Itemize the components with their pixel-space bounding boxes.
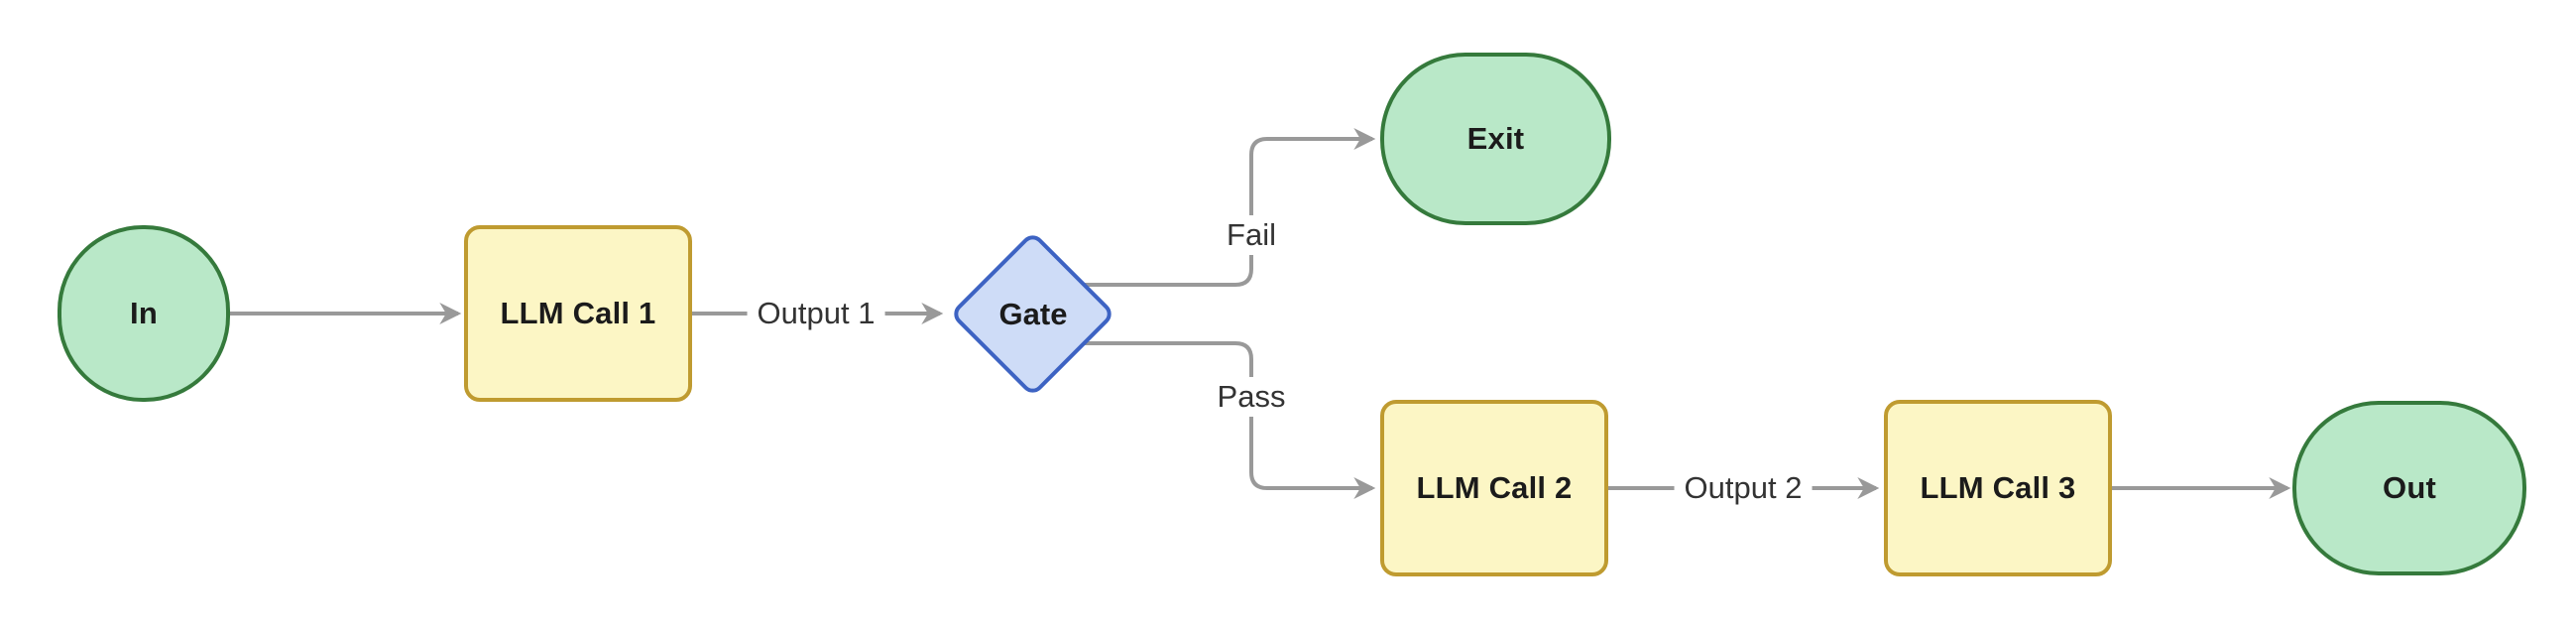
node-in: In bbox=[58, 225, 230, 402]
node-llm-call-3: LLM Call 3 bbox=[1884, 400, 2112, 576]
node-exit: Exit bbox=[1380, 53, 1611, 225]
edge-gate-to-exit-fail bbox=[1081, 128, 1376, 287]
edge-label-output-2: Output 2 bbox=[1674, 468, 1813, 508]
edge-label-output-1: Output 1 bbox=[747, 294, 885, 333]
node-llm-call-1-label: LLM Call 1 bbox=[500, 296, 656, 330]
node-llm-call-2: LLM Call 2 bbox=[1380, 400, 1608, 576]
edge-label-fail: Fail bbox=[1217, 215, 1286, 255]
node-in-label: In bbox=[130, 296, 158, 330]
edge-label-pass: Pass bbox=[1207, 377, 1296, 417]
node-llm-call-1: LLM Call 1 bbox=[464, 225, 692, 402]
node-out-label: Out bbox=[2383, 470, 2436, 505]
node-exit-label: Exit bbox=[1466, 121, 1525, 156]
node-llm-call-3-label: LLM Call 3 bbox=[1920, 470, 2076, 505]
node-out: Out bbox=[2292, 401, 2526, 575]
node-gate-label: Gate bbox=[998, 297, 1068, 331]
node-llm-call-2-label: LLM Call 2 bbox=[1416, 470, 1573, 505]
